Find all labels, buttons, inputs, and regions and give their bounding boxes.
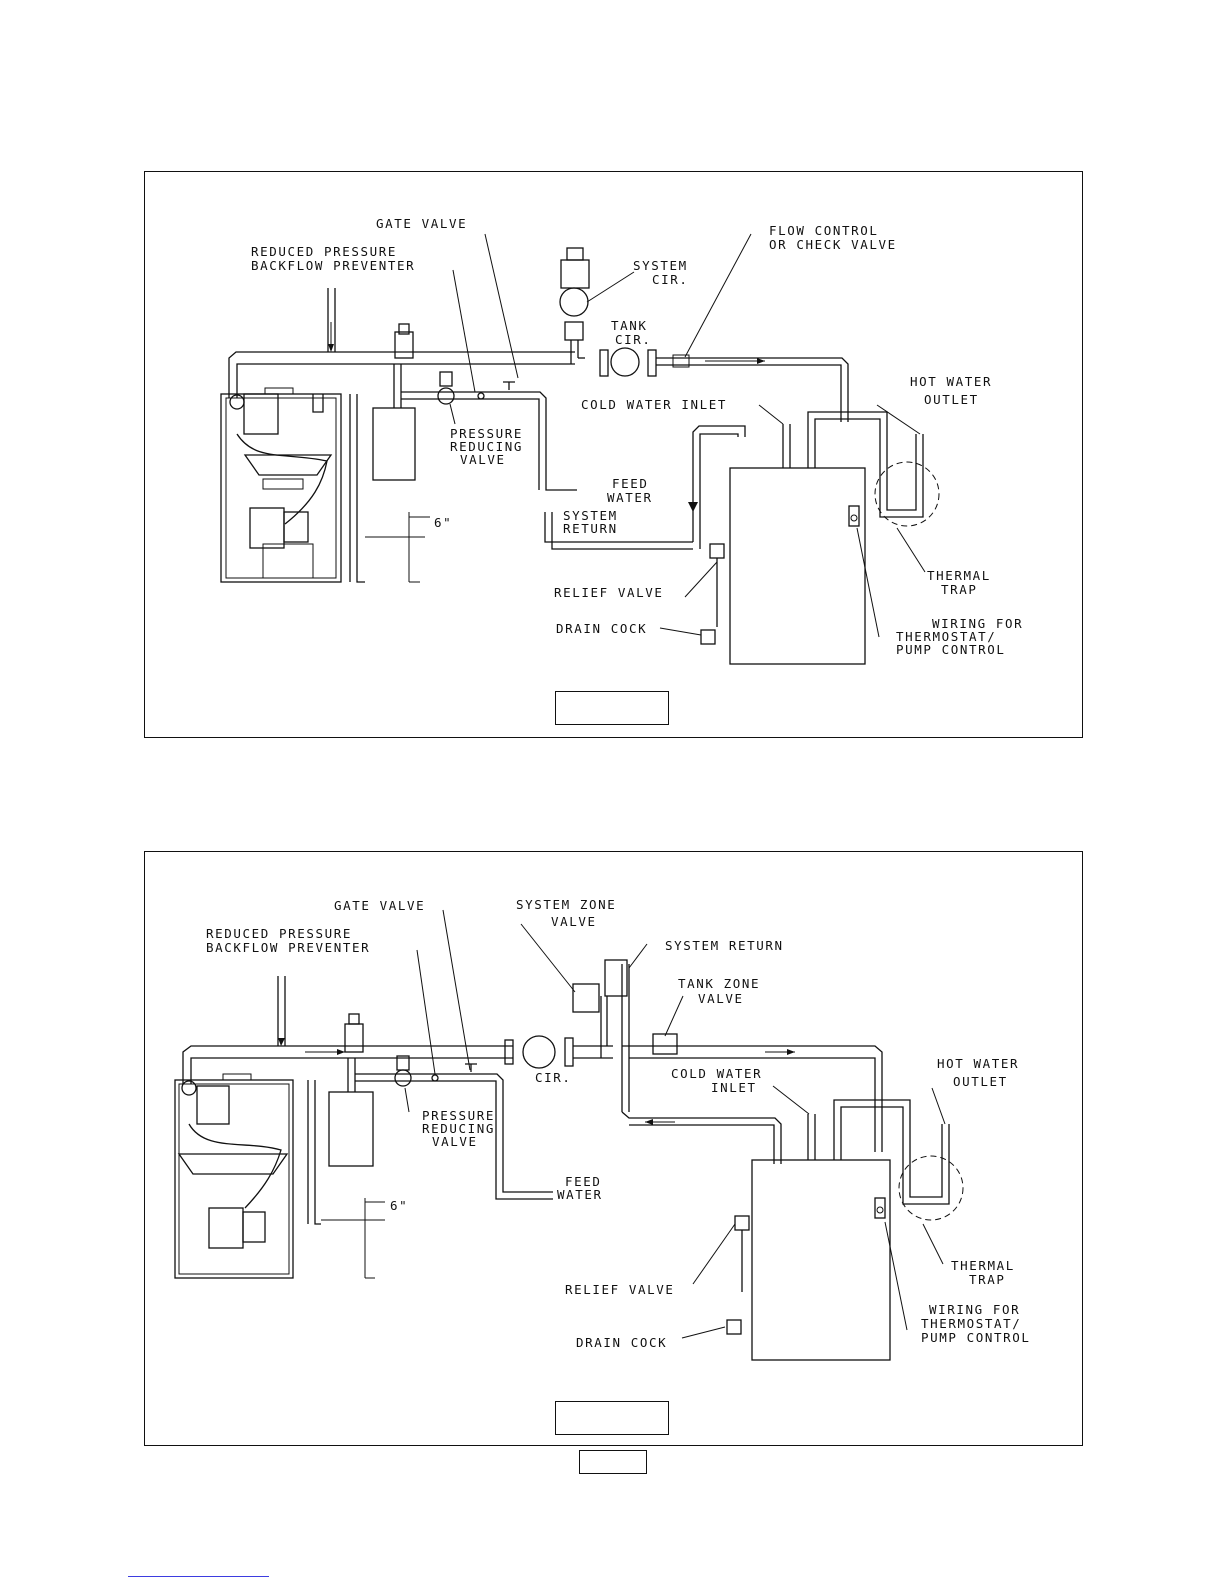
feed-water-piping [401, 371, 577, 491]
label-flow-control-1: FLOW CONTROL [769, 223, 879, 238]
label-system-cir-2: CIR. [652, 272, 689, 287]
footer-link-underline[interactable] [128, 1576, 269, 1577]
label-hot-water-1: HOT WATER [937, 1056, 1019, 1071]
label-backflow-2: BACKFLOW PREVENTER [251, 258, 415, 273]
label-system-zone-2: VALVE [551, 914, 597, 929]
label-flow-control-2: OR CHECK VALVE [769, 237, 897, 252]
label-wiring-1: WIRING FOR [929, 1302, 1020, 1317]
label-cold-water-2: INLET [711, 1080, 757, 1095]
label-wiring-3: PUMP CONTROL [896, 642, 1006, 657]
label-cir: CIR. [535, 1070, 572, 1085]
piping-diagram-2-drawing: GATE VALVE REDUCED PRESSURE BACKFLOW PRE… [174, 897, 1031, 1361]
label-thermal-trap-2: TRAP [969, 1272, 1006, 1287]
label-feed-water-2: WATER [557, 1187, 603, 1202]
label-system-zone-1: SYSTEM ZONE [516, 897, 616, 912]
label-prv-3: VALVE [460, 452, 506, 467]
system-return-piping [544, 425, 746, 550]
feed-water-piping [355, 1055, 553, 1200]
label-hot-water-1: HOT WATER [910, 374, 992, 389]
leader-lines [321, 909, 946, 1339]
label-tank-cir-1: TANK [611, 318, 648, 333]
label-prv-1: PRESSURE [422, 1108, 495, 1123]
expansion-tank [312, 364, 416, 583]
figure-2-caption-box [555, 1401, 669, 1435]
label-wiring-3: PUMP CONTROL [921, 1330, 1031, 1345]
label-dimension: 6" [434, 515, 452, 530]
label-thermal-trap-1: THERMAL [927, 568, 991, 583]
label-hot-water-2: OUTLET [924, 392, 979, 407]
label-tank-zone-1: TANK ZONE [678, 976, 760, 991]
label-system-return-1: SYSTEM [563, 508, 618, 523]
label-feed-water-2: WATER [607, 490, 653, 505]
piping-diagram-2: GATE VALVE REDUCED PRESSURE BACKFLOW PRE… [144, 851, 1083, 1446]
label-wiring-1: WIRING FOR [932, 616, 1023, 631]
boiler [220, 387, 342, 583]
piping-diagram-1: GATE VALVE REDUCED PRESSURE BACKFLOW PRE… [144, 171, 1083, 738]
label-tank-cir-2: CIR. [615, 332, 652, 347]
label-prv-2: REDUCING [450, 439, 523, 454]
label-wiring-2: THERMOSTAT/ [896, 629, 996, 644]
expansion-tank [307, 1058, 374, 1225]
label-feed-water-1: FEED [612, 476, 649, 491]
label-system-cir-1: SYSTEM [633, 258, 688, 273]
label-thermal-trap-2: TRAP [941, 582, 978, 597]
label-relief-valve: RELIEF VALVE [565, 1282, 675, 1297]
label-gate-valve: GATE VALVE [376, 216, 467, 231]
label-hot-water-2: OUTLET [953, 1074, 1008, 1089]
piping-diagram-1-drawing: GATE VALVE REDUCED PRESSURE BACKFLOW PRE… [220, 216, 1023, 665]
label-drain-cock: DRAIN COCK [556, 621, 647, 636]
label-prv-1: PRESSURE [450, 426, 523, 441]
label-system-return: SYSTEM RETURN [665, 938, 784, 953]
figure-1-caption-box [555, 691, 669, 725]
leader-lines [365, 233, 926, 638]
page-number-box [579, 1450, 647, 1474]
label-backflow-1: REDUCED PRESSURE [251, 244, 397, 259]
label-relief-valve: RELIEF VALVE [554, 585, 664, 600]
supply-piping [228, 247, 849, 422]
label-dimension: 6" [390, 1198, 408, 1213]
cold-water-piping [621, 1111, 782, 1164]
label-thermal-trap-1: THERMAL [951, 1258, 1015, 1273]
label-prv-3: VALVE [432, 1134, 478, 1149]
label-tank-zone-2: VALVE [698, 991, 744, 1006]
label-gate-valve: GATE VALVE [334, 898, 425, 913]
label-backflow-2: BACKFLOW PREVENTER [206, 940, 370, 955]
boiler [174, 1073, 294, 1279]
label-cold-water-inlet: COLD WATER INLET [581, 397, 727, 412]
water-heater-tank [726, 1099, 964, 1361]
label-backflow-1: REDUCED PRESSURE [206, 926, 352, 941]
label-system-return-2: RETURN [563, 521, 618, 536]
label-cold-water-1: COLD WATER [671, 1066, 762, 1081]
label-prv-2: REDUCING [422, 1121, 495, 1136]
label-wiring-2: THERMOSTAT/ [921, 1316, 1021, 1331]
supply-piping [182, 959, 883, 1152]
label-feed-water-1: FEED [565, 1174, 602, 1189]
label-drain-cock: DRAIN COCK [576, 1335, 667, 1350]
